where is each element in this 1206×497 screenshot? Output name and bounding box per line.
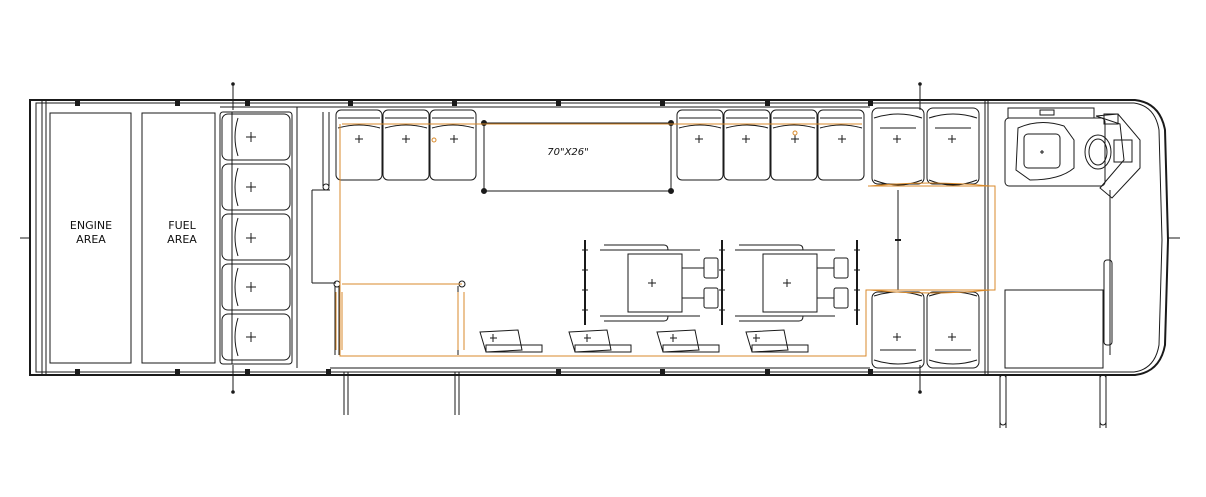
passenger-seat (676, 109, 724, 181)
rear-seat (221, 213, 291, 261)
top-seats-left (335, 109, 477, 181)
floor-restraint (568, 329, 632, 353)
driver-area (1004, 107, 1141, 199)
steering-wheel (1084, 134, 1112, 170)
passenger-seat (926, 107, 980, 186)
passenger-seat (871, 107, 925, 186)
engine-area-label-line1: ENGINE (70, 219, 112, 232)
floor-restraints (479, 329, 809, 353)
passenger-seat (382, 109, 430, 181)
engine-area-label-line2: AREA (76, 233, 106, 246)
entry-door-area (999, 289, 1107, 428)
diagram-labels: ENGINE AREA FUEL AREA 70"X26" (70, 147, 589, 246)
wheelchair-position-2 (735, 240, 860, 325)
passenger-seat (723, 109, 771, 181)
axle-dots (231, 82, 922, 394)
rear-door-structure (311, 112, 466, 415)
front-top-seats (871, 107, 980, 186)
wall-posts (75, 101, 873, 374)
passenger-seat (871, 291, 925, 369)
driver-seat (1015, 122, 1075, 181)
floor-restraint (656, 329, 720, 353)
engine-area (49, 112, 132, 364)
wheelchair-area-dimension-label: 70"X26" (547, 147, 589, 158)
rear-seat (221, 263, 291, 311)
passenger-seat (429, 109, 477, 181)
passenger-seat (926, 291, 980, 369)
passenger-seat (770, 109, 818, 181)
fuel-area (141, 112, 216, 364)
fuel-area-label-line1: FUEL (168, 219, 196, 232)
top-seats-right (676, 109, 865, 181)
passenger-seat (335, 109, 383, 181)
passenger-seat (817, 109, 865, 181)
rear-seat (221, 313, 291, 361)
front-bottom-seats (871, 190, 980, 369)
rear-seat (221, 163, 291, 211)
wheelchair-position-1 (582, 240, 725, 325)
fuel-area-label-line2: AREA (167, 233, 197, 246)
rear-bench-seats (219, 107, 298, 368)
floor-restraint (479, 329, 543, 353)
dashboard-console (1095, 113, 1141, 199)
floor-restraint (745, 329, 809, 353)
wheelchair-area-box (481, 120, 674, 194)
wheelchair-positions (582, 240, 860, 325)
wheelchair-path-outline (335, 123, 996, 357)
rear-seat (221, 113, 291, 161)
bus-body-outline (20, 84, 1180, 392)
